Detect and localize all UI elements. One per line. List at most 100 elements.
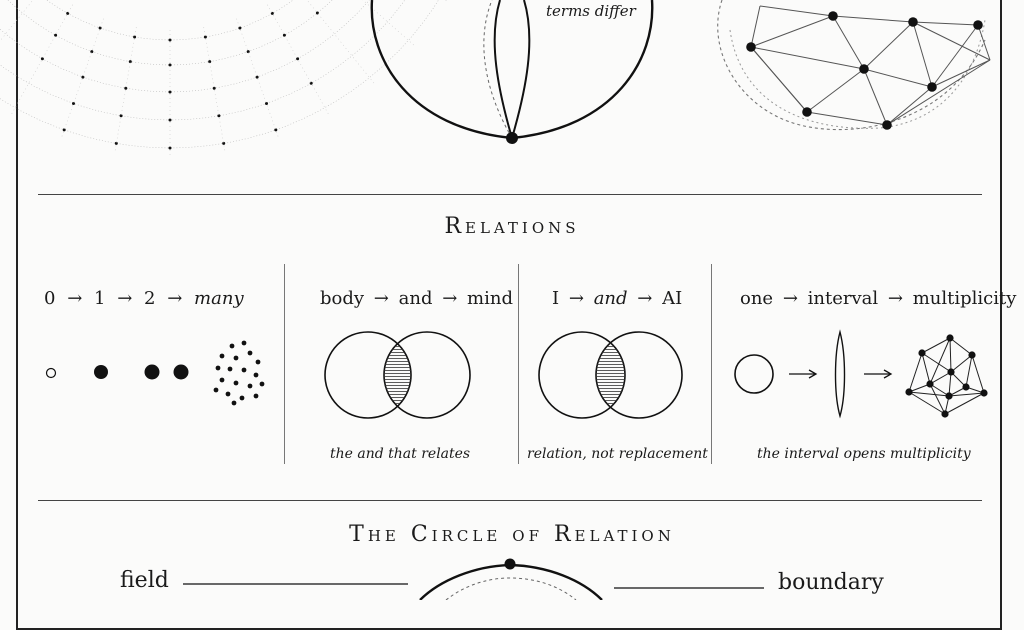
many-dot [255,359,261,365]
label-0: 0 [44,288,56,309]
grid-dot [168,38,172,42]
top-illustrations [0,0,991,155]
network-node [882,120,892,130]
grid-dot [168,118,172,122]
arrow: → [637,288,653,309]
multiplicity-sequence [734,329,988,419]
network-nodes [746,11,983,130]
grid-dot [128,60,132,64]
venn-intersection-hatch [596,332,625,418]
many-dot [241,340,247,346]
multiplicity-node [926,380,934,388]
panel-body-mind-label: body → and → mind [320,288,513,309]
grid-dot [265,102,268,105]
grid-dot [124,86,128,90]
network-node [859,64,869,74]
many-dot [225,391,231,397]
label-1: 1 [94,288,106,309]
grid-dot [168,146,172,150]
many-dot [219,353,225,359]
petal-dashed-outline [483,0,513,139]
two-dots-first [144,364,160,380]
multiplicity-node [947,368,955,376]
many-dot [239,395,245,401]
many-dot [233,355,239,361]
panel-separator-1 [284,264,285,464]
panel-multiplicity-label: one → interval → multiplicity [740,288,1016,309]
grid-dot [246,50,250,54]
multiplicity-node [918,349,926,357]
grid-dot [203,35,207,39]
grid-dot [90,50,94,54]
multiplicity-network-nodes [905,334,988,418]
panel-separator-3 [711,264,712,464]
label-multiplicity: multiplicity [912,288,1017,309]
center-circle-figure [370,0,654,144]
multiplicity-node [980,389,988,397]
relation-inner-dashed-arc [445,577,577,600]
relation-circle-arc [419,563,603,600]
many-dot [247,350,253,356]
many-dot [253,372,259,378]
circle-of-relation-figure [183,558,764,600]
grid-dot [81,75,85,79]
grid-dot [255,75,259,79]
grid-dot [168,63,172,67]
many-dot [231,400,237,406]
base-node [506,132,518,144]
venn-body-mind [324,331,471,419]
network-node [908,17,918,27]
field-label: field [120,568,169,593]
arrow: → [887,288,903,309]
arrow: → [442,288,458,309]
label-body: body [320,288,365,309]
multiplicity-node [941,410,949,418]
multiplicity-node [968,351,976,359]
petal-shape [493,0,531,139]
sphere-dashed-outline [717,0,986,131]
grid-dot [222,141,226,145]
arrow-icon [789,369,818,379]
empty-dot [45,367,57,379]
grid-dot [208,60,212,64]
grid-dot [98,26,102,30]
label-i: I [552,288,560,309]
many-dot [233,380,239,386]
label-ai: AI [662,288,683,309]
network-node [927,82,937,92]
caption-body-mind: the and that relates [330,446,471,462]
relations-illustrations [45,329,988,419]
grid-dot [62,128,66,132]
counting-dots [45,340,265,406]
boundary-label: boundary [778,570,884,595]
many-dot [259,381,265,387]
many-dot [219,377,225,383]
grid-dot [72,102,75,105]
grid-dot [212,86,216,90]
many-dots-cluster [213,340,265,406]
panel-i-ai-label: I → and → AI [552,288,682,309]
arrow: → [568,288,584,309]
arrow: → [117,288,133,309]
divider-top [38,194,982,196]
arrow: → [67,288,83,309]
arrow: → [167,288,183,309]
many-dot [229,343,235,349]
one-dot [94,365,108,379]
network-sphere [717,0,991,131]
grid-dot [133,35,137,39]
caption-multiplicity: the interval opens multiplicity [757,446,971,462]
many-dot [215,365,221,371]
network-node [746,42,756,52]
caption-i-ai: relation, not replacement [527,446,708,462]
multiplicity-node [905,388,913,396]
label-mind: mind [467,288,513,309]
network-node [802,107,812,117]
multiplicity-node [946,334,954,342]
panel-count-label: 0 → 1 → 2 → many [44,288,244,309]
network-node [828,11,838,21]
many-dot [247,383,253,389]
many-dot [213,387,219,393]
terms-differ-label: terms differ [546,2,636,20]
one-circle [734,354,774,394]
